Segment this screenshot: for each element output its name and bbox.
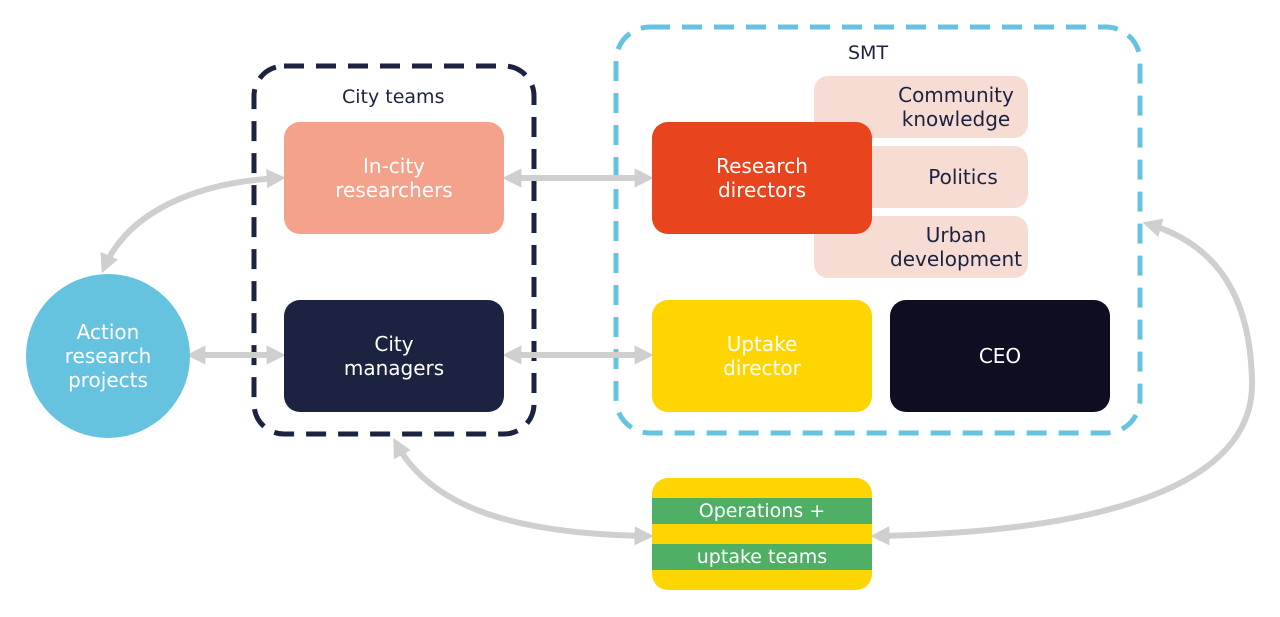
ceo-node: CEO [890, 300, 1110, 412]
action-research-projects-node: Action research projects [26, 274, 190, 438]
ceo-label: CEO [978, 344, 1022, 368]
city-teams-label: City teams [342, 86, 445, 108]
action-research-projects-label: Action research projects [64, 320, 152, 392]
arrow-managers-to-operations [393, 437, 654, 546]
politics-label: Politics [928, 165, 998, 189]
arrow-action-research-to-researchers [100, 169, 286, 274]
operations-label: Operations + [698, 500, 826, 522]
in-city-researchers-node: In-city researchers [284, 122, 504, 234]
uptake-director-node: Uptake director [652, 300, 872, 412]
smt-label: SMT [848, 42, 889, 64]
community-knowledge-node: Community knowledge [814, 76, 1028, 138]
research-directors-label: Research directors [716, 154, 808, 202]
urban-development-label: Urban development [890, 223, 1022, 271]
uptake-teams-label: uptake teams [696, 546, 828, 568]
arrow-operations-to-smt [870, 218, 1256, 546]
uptake-teams-stripe [652, 544, 872, 570]
uptake-director-label: Uptake director [723, 332, 801, 380]
operations-uptake-teams-node: Operations + uptake teams [652, 478, 872, 590]
research-directors-node: Research directors [652, 122, 872, 234]
in-city-researchers-label: In-city researchers [335, 154, 453, 202]
city-managers-node: City managers [284, 300, 504, 412]
city-managers-label: City managers [343, 332, 445, 380]
operations-stripe [652, 498, 872, 524]
community-knowledge-label: Community knowledge [898, 83, 1014, 131]
